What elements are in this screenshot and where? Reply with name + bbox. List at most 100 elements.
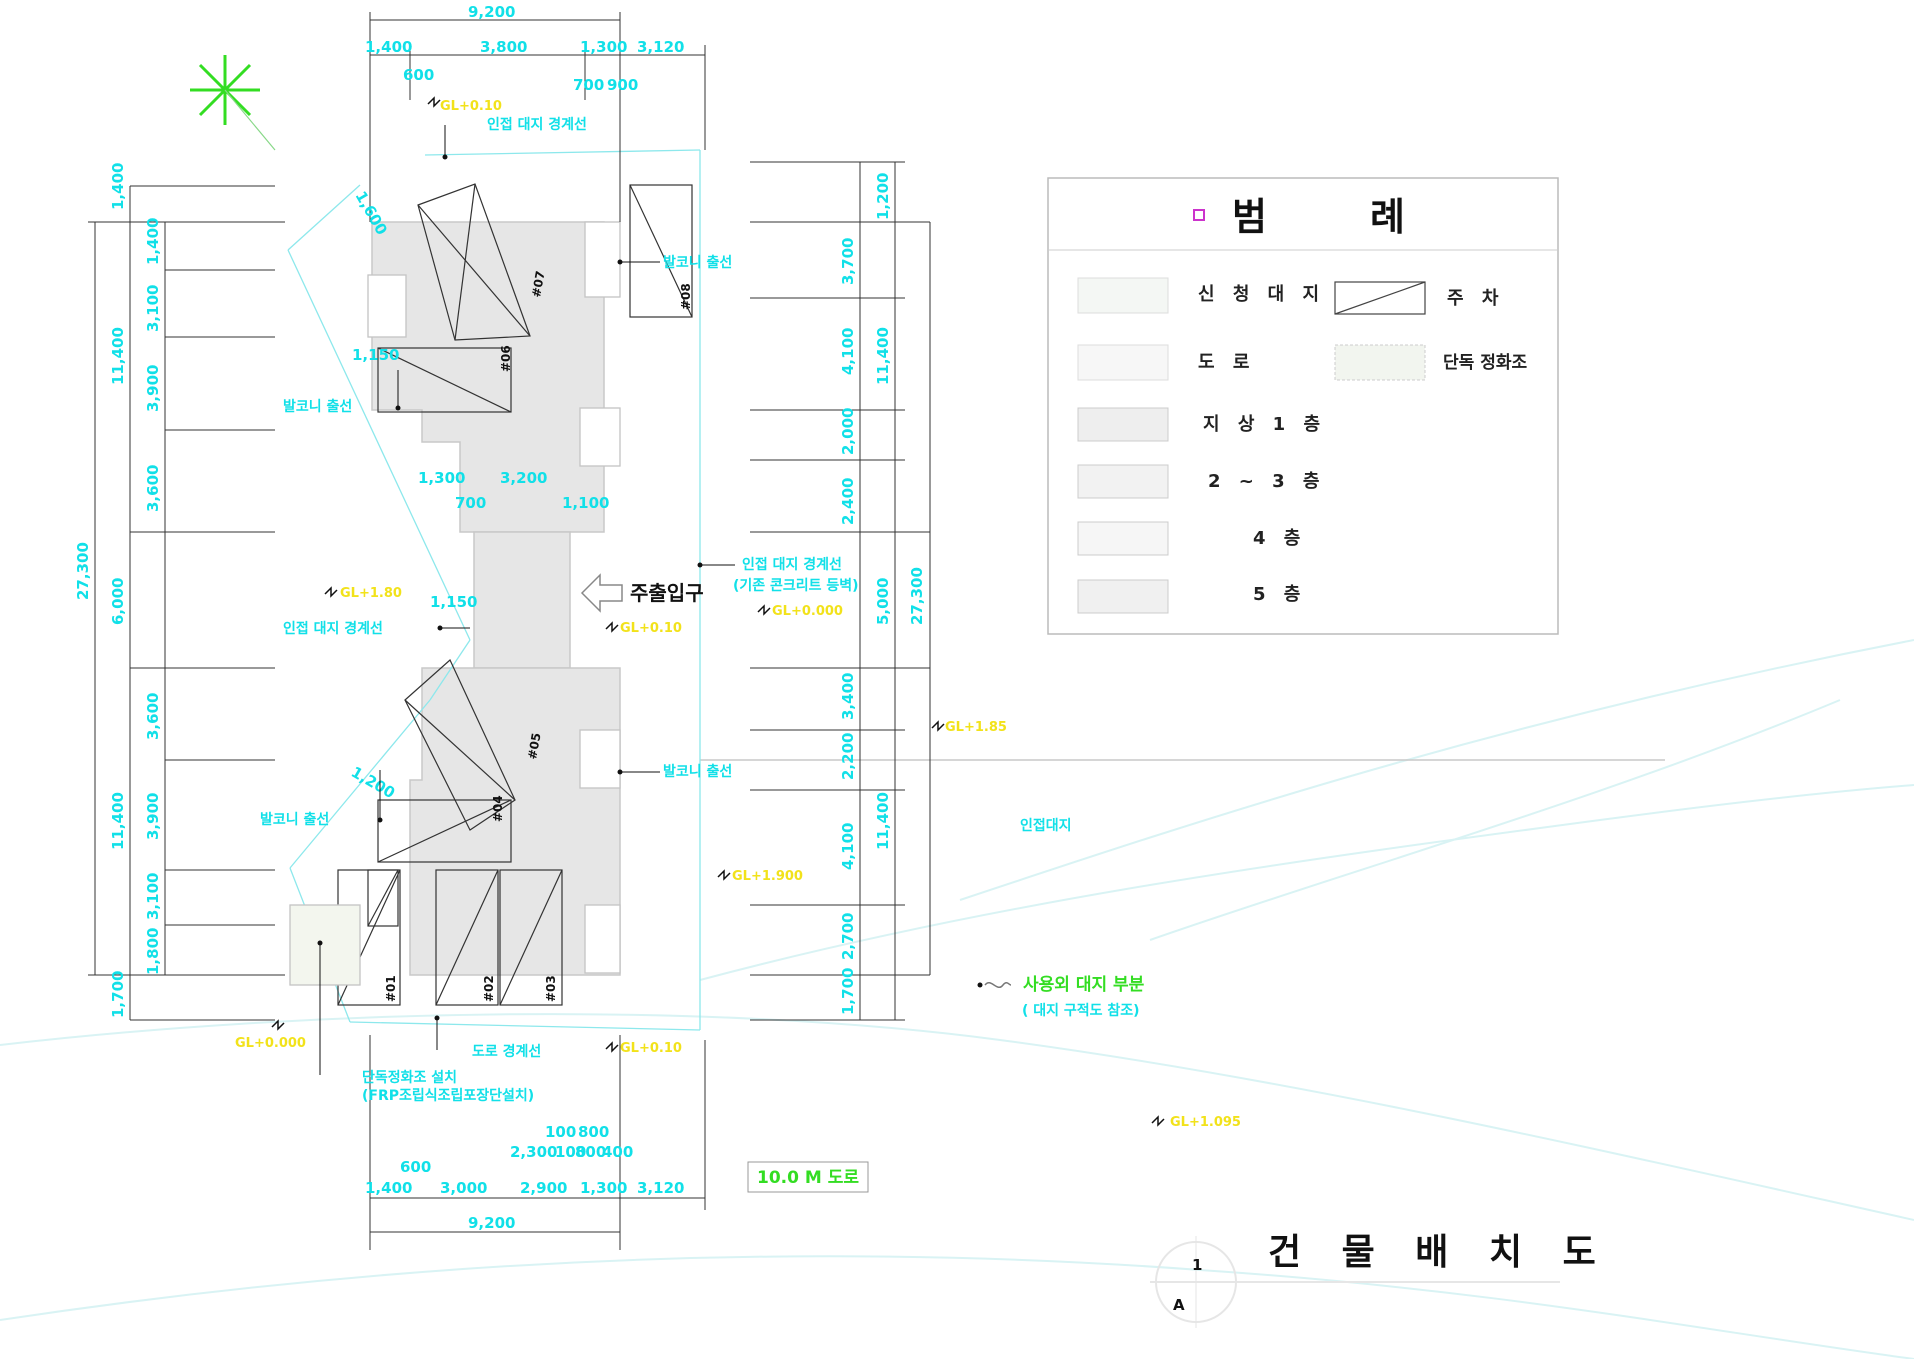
svg-text:1,200: 1,200 [874, 173, 892, 220]
svg-text:GL+0.10: GL+0.10 [620, 621, 682, 636]
svg-text:11,400: 11,400 [109, 792, 127, 850]
excluded-area-title: 사용외 대지 부분 [1023, 975, 1145, 995]
legend-label-floor1: 지 상 1 층 [1203, 414, 1326, 435]
legend-swatch-site [1077, 277, 1169, 314]
legend-swatch-floor5 [1077, 579, 1169, 614]
drawing-title: 건 물 배 치 도 [1268, 1232, 1610, 1273]
legend-label-septic: 단독 정화조 [1443, 353, 1527, 373]
excluded-area-note: 사용외 대지 부분 ( 대지 구적도 참조) [984, 975, 1145, 1019]
top-dimension-lines [369, 12, 706, 222]
svg-text:GL+0.10: GL+0.10 [440, 99, 502, 114]
svg-text:3,400: 3,400 [839, 673, 857, 720]
parking-02: #02 [482, 975, 496, 1002]
site-boundary [287, 149, 701, 1031]
legend-label-site: 신 청 대 지 [1198, 284, 1325, 305]
parking-labels: #07 #06 #08 #05 #04 #01 #02 #03 [384, 270, 693, 1002]
svg-text:GL+0.000: GL+0.000 [235, 1036, 306, 1051]
svg-text:1,150: 1,150 [430, 593, 477, 611]
svg-text:1,800: 1,800 [144, 928, 162, 975]
top-dimension-texts: 9,200 1,400 3,800 1,300 3,120 600 700 90… [365, 3, 684, 94]
title-ref-sheet: A [1173, 1296, 1185, 1314]
parking-06: #06 [499, 345, 513, 372]
svg-text:3,000: 3,000 [440, 1179, 487, 1197]
svg-text:GL+0.10: GL+0.10 [620, 1041, 682, 1056]
svg-text:2,400: 2,400 [839, 478, 857, 525]
svg-text:1,400: 1,400 [144, 218, 162, 265]
svg-text:3,120: 3,120 [637, 1179, 684, 1197]
svg-text:600: 600 [400, 1158, 431, 1176]
svg-text:1,300: 1,300 [580, 38, 627, 56]
road-boundary: 도로 경계선 [472, 1043, 541, 1060]
adj-boundary-right-sub: (기존 콘크리트 등벽) [733, 577, 859, 594]
svg-text:800: 800 [578, 1123, 609, 1141]
right-dimension-texts: 1,200 11,400 5,000 11,400 27,300 3,700 4… [839, 173, 926, 1015]
svg-text:1,400: 1,400 [365, 1179, 412, 1197]
svg-text:3,100: 3,100 [144, 873, 162, 920]
svg-text:1,600: 1,600 [352, 188, 391, 238]
level-symbols [271, 96, 1165, 1127]
svg-text:700: 700 [573, 76, 604, 94]
legend-swatch-floor4 [1077, 521, 1169, 556]
entrance-arrow-icon [580, 573, 623, 613]
svg-text:100: 100 [545, 1123, 576, 1141]
road-label-text: 10.0 M 도로 [757, 1168, 859, 1188]
parking-08: #08 [679, 283, 693, 310]
balcony-left-lower: 발코니 출선 [260, 811, 329, 828]
parking-03: #03 [544, 975, 558, 1002]
svg-text:11,400: 11,400 [874, 792, 892, 850]
svg-text:GL+0.000: GL+0.000 [772, 604, 843, 619]
svg-text:3,900: 3,900 [144, 793, 162, 840]
entrance-label: 주출입구 [630, 581, 704, 605]
svg-text:1,400: 1,400 [365, 38, 412, 56]
svg-text:11,400: 11,400 [109, 327, 127, 385]
balcony-left-upper: 발코니 출선 [283, 398, 352, 415]
septic-note-1: 단독정화조 설치 [362, 1069, 457, 1086]
legend-box: 범 례 신 청 대 지 도 로 지 상 1 층 2 ~ 3 층 4 층 5 층 … [1047, 177, 1559, 635]
svg-text:900: 900 [607, 76, 638, 94]
bottom-dimension-lines [369, 1035, 706, 1250]
svg-text:GL+1.85: GL+1.85 [945, 720, 1007, 735]
legend-label-parking: 주 차 [1447, 288, 1504, 309]
legend-title-marker-icon [1193, 209, 1205, 221]
adjacent-lot: 인접대지 [1020, 817, 1072, 834]
legend-label-floor4: 4 층 [1253, 528, 1306, 549]
building-walls [289, 221, 621, 986]
septic-note-2: (FRP조립식조립포장단설치) [362, 1087, 534, 1104]
svg-text:700: 700 [455, 494, 486, 512]
main-entrance: 주출입구 [580, 573, 704, 613]
svg-text:11,400: 11,400 [874, 327, 892, 385]
parking-04: #04 [491, 795, 505, 822]
svg-text:2,200: 2,200 [839, 733, 857, 780]
legend-title-right: 례 [1370, 195, 1405, 239]
bottom-dimension-texts: 1,400 3,000 2,900 1,300 3,120 9,200 600 … [365, 1123, 684, 1232]
legend-swatch-floor1 [1077, 407, 1169, 442]
left-dimension-lines [88, 185, 285, 1021]
svg-text:3,120: 3,120 [637, 38, 684, 56]
right-dimension-lines [750, 161, 931, 1021]
svg-text:5,000: 5,000 [874, 578, 892, 625]
svg-text:27,300: 27,300 [908, 567, 926, 625]
svg-text:1,300: 1,300 [580, 1179, 627, 1197]
svg-text:9,200: 9,200 [468, 3, 515, 21]
svg-text:800: 800 [575, 1143, 606, 1161]
svg-text:4,100: 4,100 [839, 823, 857, 870]
svg-text:2,000: 2,000 [839, 408, 857, 455]
legend-swatch-septic [1334, 344, 1426, 381]
legend-title-left: 범 [1232, 195, 1267, 239]
svg-text:1,100: 1,100 [562, 494, 609, 512]
svg-text:2,700: 2,700 [839, 913, 857, 960]
building-footprint [371, 221, 621, 976]
parking-01: #01 [384, 975, 398, 1002]
svg-text:27,300: 27,300 [74, 542, 92, 600]
svg-text:1,700: 1,700 [109, 971, 127, 1018]
svg-text:GL+1.095: GL+1.095 [1170, 1115, 1241, 1130]
svg-text:1,700: 1,700 [839, 968, 857, 1015]
excluded-area-note-text: ( 대지 구적도 참조) [1022, 1002, 1140, 1019]
svg-text:3,700: 3,700 [839, 238, 857, 285]
svg-text:3,600: 3,600 [144, 465, 162, 512]
adj-boundary-right: 인접 대지 경계선 [742, 556, 842, 573]
legend-label-road: 도 로 [1198, 352, 1255, 373]
svg-text:GL+1.80: GL+1.80 [340, 586, 402, 601]
svg-text:1,400: 1,400 [109, 163, 127, 210]
